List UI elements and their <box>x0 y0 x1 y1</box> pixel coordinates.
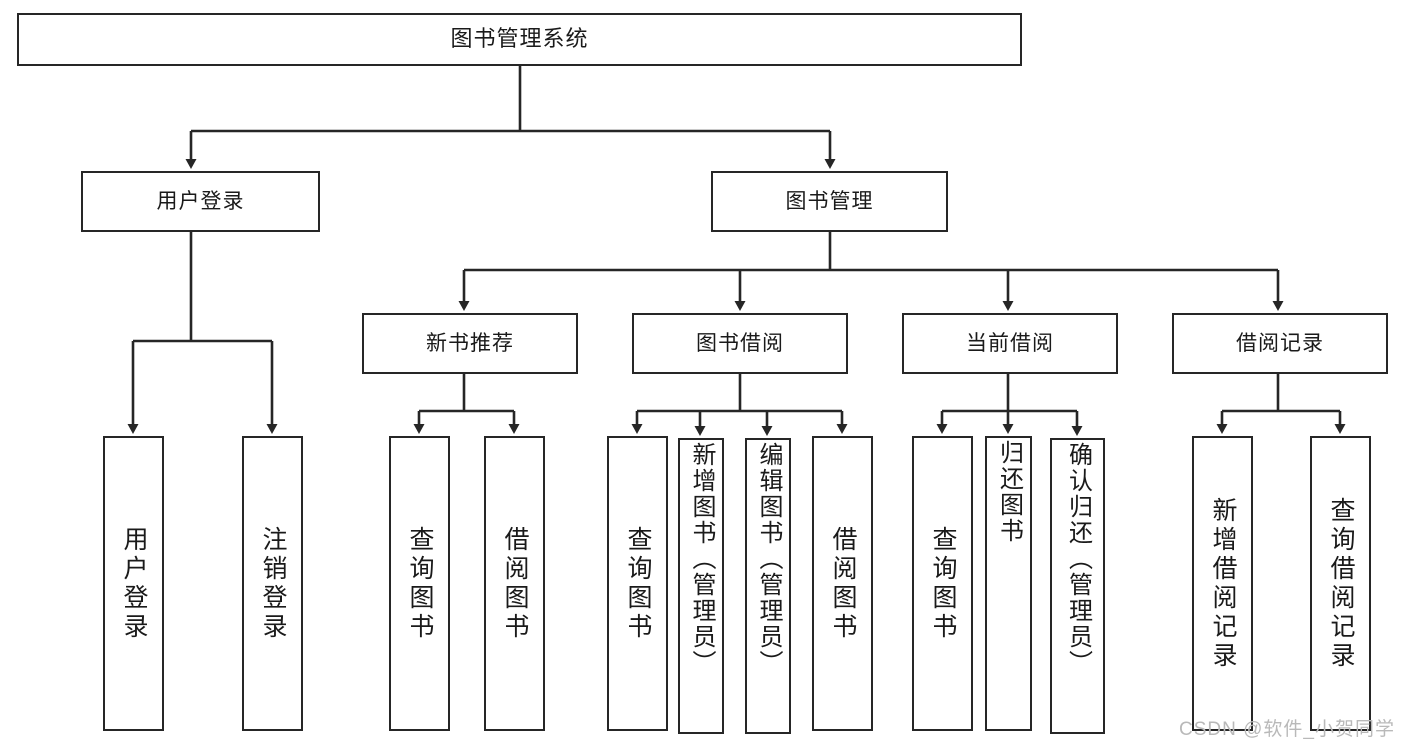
node-root[interactable]: 图书管理系统 <box>17 13 1022 66</box>
node-leaf-query-record-label: 查询借阅记录 <box>1327 496 1355 671</box>
node-root-label: 图书管理系统 <box>450 26 589 52</box>
node-leaf-query-record[interactable]: 查询借阅记录 <box>1310 436 1371 731</box>
node-user-login-label: 用户登录 <box>156 189 245 213</box>
node-leaf-add-book-label: 新增图书（管理员） <box>688 442 715 676</box>
node-leaf-user-login[interactable]: 用户登录 <box>103 436 164 731</box>
node-leaf-query-book-1[interactable]: 查询图书 <box>389 436 450 731</box>
node-leaf-borrow-book-2-label: 借阅图书 <box>829 525 857 642</box>
node-leaf-query-book-3[interactable]: 查询图书 <box>912 436 973 731</box>
node-leaf-confirm-return[interactable]: 确认归还（管理员） <box>1050 438 1105 734</box>
node-leaf-add-book[interactable]: 新增图书（管理员） <box>678 438 724 734</box>
node-leaf-edit-book-label: 编辑图书（管理员） <box>755 442 782 676</box>
node-leaf-query-book-1-label: 查询图书 <box>406 525 434 642</box>
node-leaf-return-book[interactable]: 归还图书 <box>985 436 1032 731</box>
node-leaf-confirm-return-label: 确认归还（管理员） <box>1064 442 1092 676</box>
node-borrow-record-label: 借阅记录 <box>1236 331 1324 355</box>
node-leaf-query-book-2-label: 查询图书 <box>624 525 652 642</box>
node-leaf-query-book-3-label: 查询图书 <box>929 525 957 642</box>
node-leaf-query-book-2[interactable]: 查询图书 <box>607 436 668 731</box>
node-leaf-logout-login-label: 注销登录 <box>259 525 287 642</box>
node-leaf-edit-book[interactable]: 编辑图书（管理员） <box>745 438 791 734</box>
node-current-borrow-label: 当前借阅 <box>966 331 1054 355</box>
node-leaf-borrow-book-1[interactable]: 借阅图书 <box>484 436 545 731</box>
node-new-book-recommend-label: 新书推荐 <box>426 331 514 355</box>
node-book-manage-label: 图书管理 <box>785 189 874 213</box>
node-leaf-borrow-book-1-label: 借阅图书 <box>501 525 529 642</box>
node-leaf-return-book-label: 归还图书 <box>995 440 1023 544</box>
node-leaf-logout-login[interactable]: 注销登录 <box>242 436 303 731</box>
node-new-book-recommend[interactable]: 新书推荐 <box>362 313 578 374</box>
node-borrow-record[interactable]: 借阅记录 <box>1172 313 1388 374</box>
node-user-login[interactable]: 用户登录 <box>81 171 320 232</box>
node-leaf-add-record[interactable]: 新增借阅记录 <box>1192 436 1253 731</box>
node-current-borrow[interactable]: 当前借阅 <box>902 313 1118 374</box>
node-leaf-user-login-label: 用户登录 <box>120 525 148 642</box>
node-leaf-add-record-label: 新增借阅记录 <box>1209 496 1237 671</box>
node-book-manage[interactable]: 图书管理 <box>711 171 948 232</box>
node-leaf-borrow-book-2[interactable]: 借阅图书 <box>812 436 873 731</box>
node-book-borrow[interactable]: 图书借阅 <box>632 313 848 374</box>
node-book-borrow-label: 图书借阅 <box>696 331 784 355</box>
